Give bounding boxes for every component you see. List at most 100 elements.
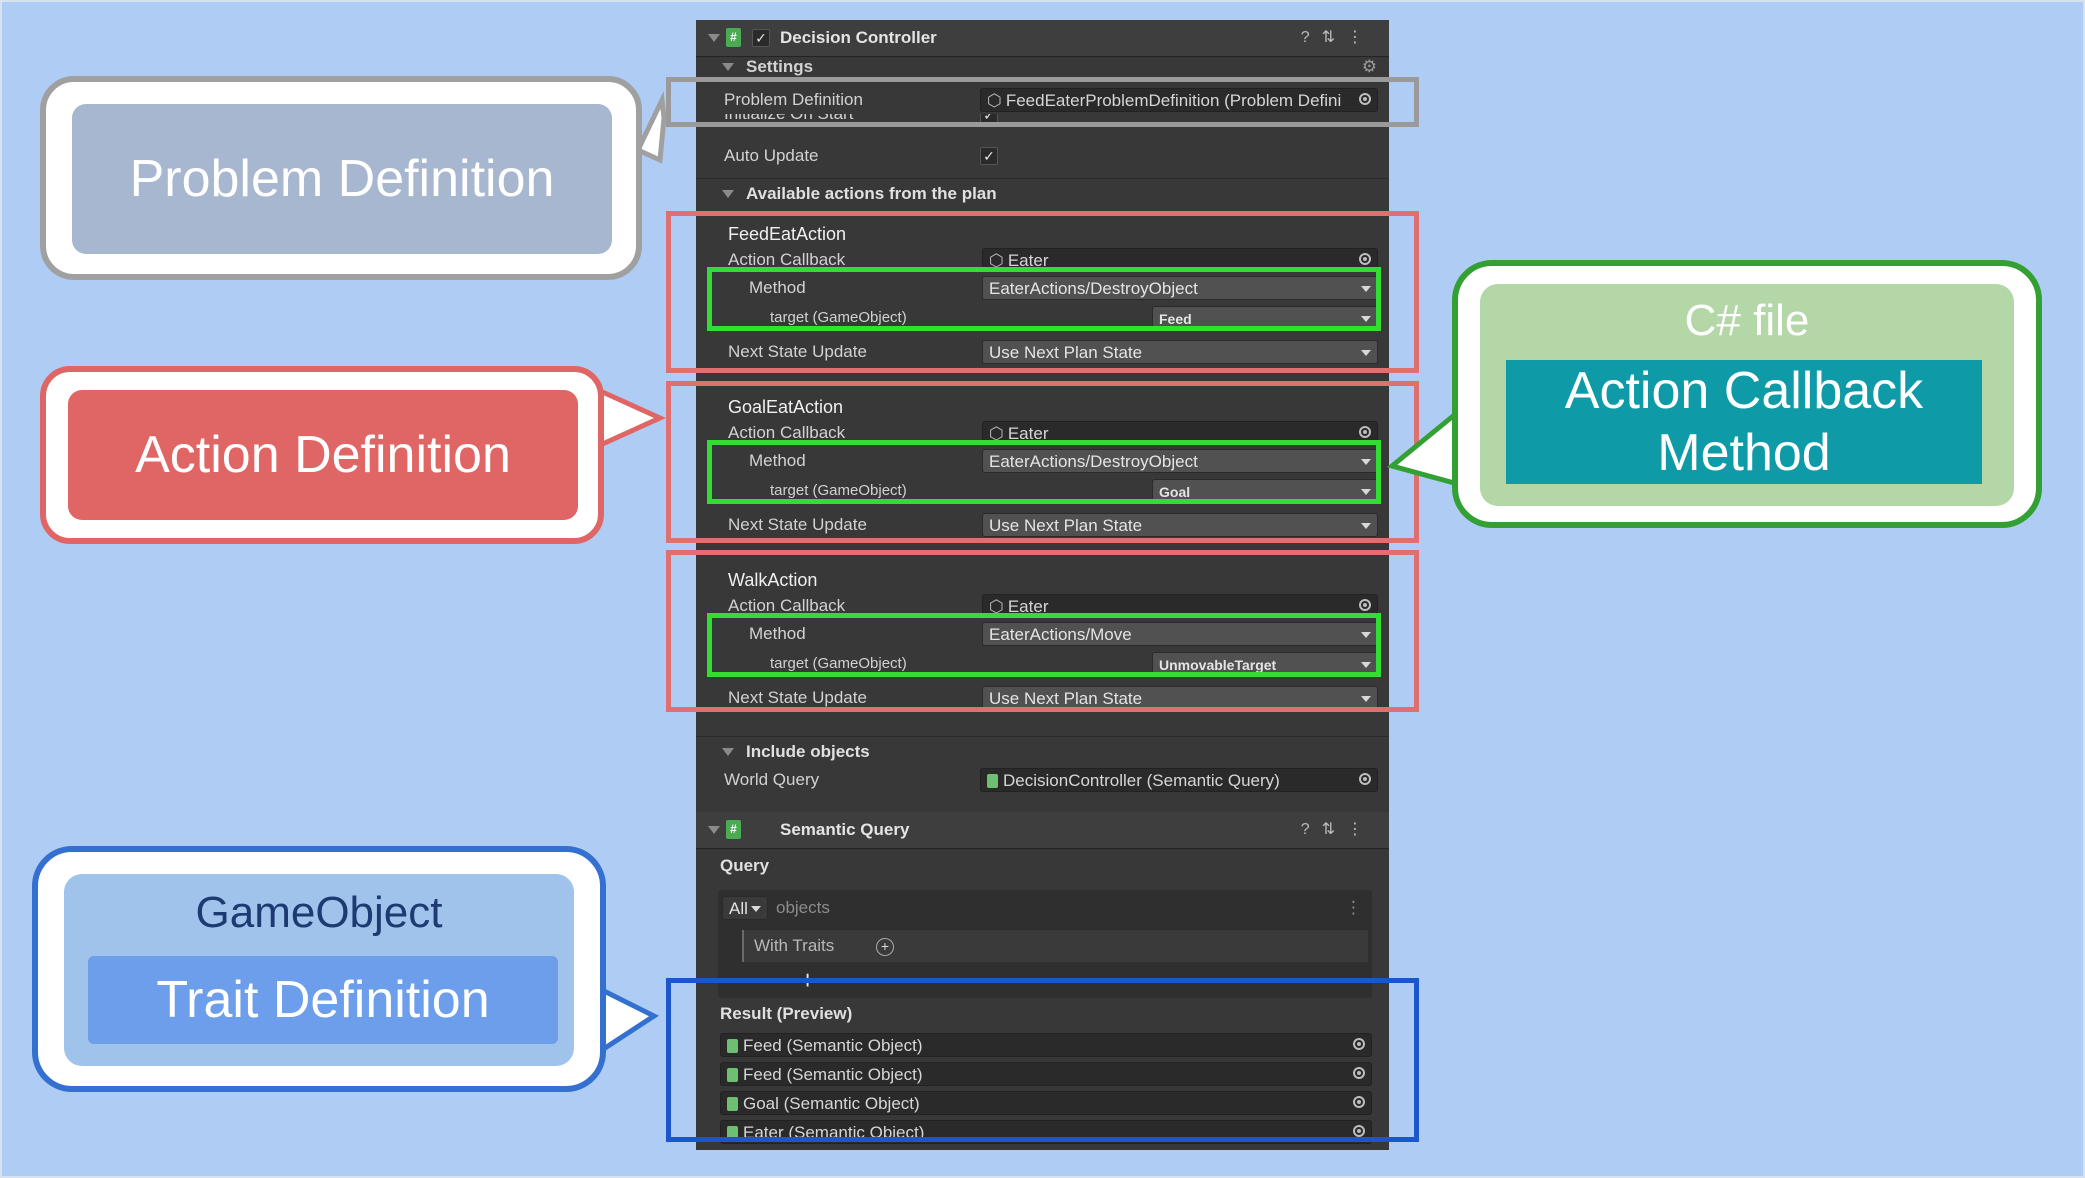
- semantic-query-title: Semantic Query: [780, 820, 910, 839]
- include-objects-label: Include objects: [746, 742, 870, 761]
- action-name: GoalEatAction: [728, 397, 844, 417]
- component-enabled-checkbox[interactable]: ✓: [752, 29, 770, 47]
- csharp-callout-line1: Action Callback: [1564, 362, 1924, 420]
- next-state-dropdown[interactable]: Use Next Plan State: [982, 513, 1378, 537]
- decision-controller-header[interactable]: # ✓ Decision Controller ?⇅⋮: [696, 20, 1389, 57]
- settings-gear-icon[interactable]: ⚙: [1361, 57, 1377, 76]
- result-item[interactable]: Feed (Semantic Object): [720, 1062, 1372, 1086]
- object-picker-icon[interactable]: [1353, 1096, 1365, 1108]
- result-label-row: Result (Preview): [696, 1000, 1389, 1028]
- preset-icon[interactable]: ⇅: [1321, 821, 1347, 838]
- component-title: Decision Controller: [780, 28, 937, 47]
- script-icon: #: [726, 28, 741, 47]
- target-value: Goal: [1159, 484, 1191, 500]
- semantic-object-icon: [727, 1068, 738, 1082]
- inspector-panel: # ✓ Decision Controller ?⇅⋮ Settings ⚙ P…: [696, 20, 1389, 1150]
- problem-definition-field[interactable]: ⬡FeedEaterProblemDefinition (Problem Def…: [980, 88, 1378, 112]
- next-state-dropdown[interactable]: Use Next Plan State: [982, 686, 1378, 710]
- chevron-down-icon: [1361, 632, 1371, 638]
- auto-update-label: Auto Update: [724, 146, 819, 165]
- chevron-down-icon: [751, 906, 761, 912]
- actions-caret-icon[interactable]: [722, 190, 734, 198]
- chevron-down-icon: [1361, 316, 1371, 322]
- chevron-down-icon: [1361, 459, 1371, 465]
- filter-dropdown[interactable]: All: [722, 896, 768, 920]
- gameobject-icon: ⬡: [989, 597, 1004, 616]
- problem-asset-icon: ⬡: [987, 91, 1002, 110]
- auto-update-row: Auto Update ✓: [696, 142, 1389, 170]
- semantic-object-icon: [727, 1039, 738, 1053]
- semantic-query-icon: [987, 774, 998, 788]
- include-objects-foldout[interactable]: Include objects: [696, 736, 1389, 767]
- object-picker-icon[interactable]: [1359, 253, 1371, 265]
- action-name: FeedEatAction: [728, 224, 847, 244]
- object-picker-icon[interactable]: [1359, 93, 1371, 105]
- filter-suffix: objects: [776, 898, 830, 917]
- kebab-menu-icon[interactable]: ⋮: [1347, 29, 1375, 46]
- csharp-callout-line2: Method: [1657, 424, 1831, 482]
- help-icon[interactable]: ?: [1300, 821, 1322, 838]
- help-icon[interactable]: ?: [1300, 29, 1322, 46]
- query-label-row: Query: [696, 852, 1389, 880]
- result-preview-label: Result (Preview): [720, 1004, 853, 1023]
- csharp-callout-box: Action Callback Method: [1506, 360, 1982, 484]
- kebab-menu-icon[interactable]: ⋮: [1347, 821, 1375, 838]
- method-dropdown[interactable]: EaterActions/DestroyObject: [982, 276, 1378, 300]
- method-dropdown[interactable]: EaterActions/DestroyObject: [982, 449, 1378, 473]
- available-actions-foldout[interactable]: Available actions from the plan: [696, 178, 1389, 209]
- chevron-down-icon: [1361, 523, 1371, 529]
- csharp-callout-body: C# file Action Callback Method: [1480, 284, 2014, 506]
- target-value: UnmovableTarget: [1159, 657, 1277, 673]
- settings-caret-icon[interactable]: [722, 63, 734, 71]
- object-picker-icon[interactable]: [1353, 1125, 1365, 1137]
- gameobject-callout-title: GameObject: [195, 888, 443, 937]
- next-state-value: Use Next Plan State: [989, 689, 1143, 708]
- world-query-field[interactable]: DecisionController (Semantic Query): [980, 768, 1378, 792]
- foldout-caret-icon[interactable]: [708, 826, 720, 834]
- object-picker-icon[interactable]: [1353, 1067, 1365, 1079]
- target-value: Feed: [1159, 311, 1192, 327]
- query-kebab-icon[interactable]: ⋮: [1345, 898, 1362, 917]
- action-callback-value: Eater: [1007, 597, 1049, 616]
- settings-foldout[interactable]: Settings ⚙: [696, 56, 1389, 78]
- semantic-query-header[interactable]: # Semantic Query ?⇅⋮: [696, 812, 1389, 849]
- method-value: EaterActions/DestroyObject: [989, 279, 1198, 298]
- object-picker-icon[interactable]: [1359, 773, 1371, 785]
- gameobject-callout: GameObject Trait Definition: [32, 846, 606, 1092]
- semantic-object-icon: [727, 1097, 738, 1111]
- object-picker-icon[interactable]: [1359, 426, 1371, 438]
- action-definition-callout-text: Action Definition: [68, 390, 578, 520]
- next-state-label: Next State Update: [728, 688, 867, 707]
- foldout-caret-icon[interactable]: [708, 34, 720, 42]
- preset-icon[interactable]: ⇅: [1321, 29, 1347, 46]
- result-item[interactable]: Feed (Semantic Object): [720, 1033, 1372, 1057]
- world-query-value: DecisionController (Semantic Query): [1003, 771, 1280, 790]
- target-label: target (GameObject): [770, 655, 907, 672]
- problem-definition-value: FeedEaterProblemDefinition (Problem Defi…: [1005, 91, 1342, 110]
- add-trait-icon[interactable]: +: [876, 938, 894, 956]
- auto-update-checkbox[interactable]: ✓: [980, 147, 998, 165]
- next-state-value: Use Next Plan State: [989, 343, 1143, 362]
- next-state-dropdown[interactable]: Use Next Plan State: [982, 340, 1378, 364]
- method-label: Method: [749, 278, 806, 297]
- action-definition-callout: Action Definition: [40, 366, 604, 544]
- object-picker-icon[interactable]: [1353, 1038, 1365, 1050]
- action-callback-label: Action Callback: [728, 423, 846, 442]
- action-name: WalkAction: [728, 570, 818, 590]
- with-traits-label: With Traits: [754, 936, 835, 955]
- chevron-down-icon: [1361, 696, 1371, 702]
- include-caret-icon[interactable]: [722, 748, 734, 756]
- problem-definition-callout: Problem Definition: [40, 76, 642, 280]
- csharp-callout-pointer: [1386, 406, 1461, 488]
- with-traits-row: With Traits +: [742, 930, 1368, 962]
- method-dropdown[interactable]: EaterActions/Move: [982, 622, 1378, 646]
- query-label: Query: [720, 856, 770, 875]
- object-picker-icon[interactable]: [1359, 599, 1371, 611]
- problem-definition-label: Problem Definition: [724, 90, 863, 109]
- action-callback-label: Action Callback: [728, 596, 846, 615]
- action-callback-label: Action Callback: [728, 250, 846, 269]
- result-item[interactable]: Goal (Semantic Object): [720, 1091, 1372, 1115]
- result-value: Feed (Semantic Object): [743, 1036, 923, 1055]
- next-state-value: Use Next Plan State: [989, 516, 1143, 535]
